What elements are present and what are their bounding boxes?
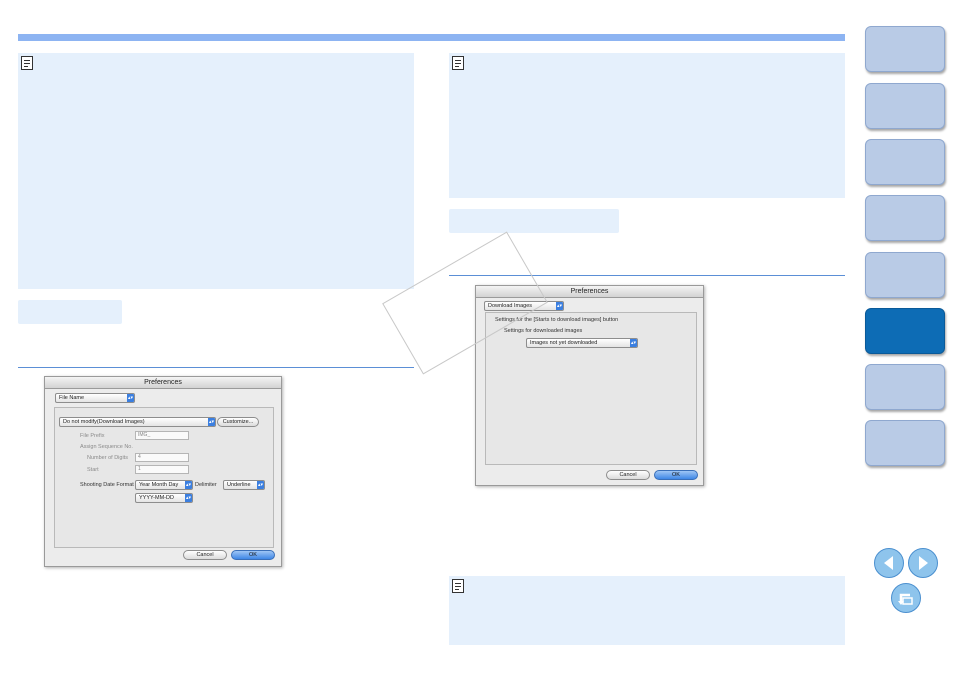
chevron-down-icon: ▴▾	[208, 418, 215, 426]
arrow-right-icon	[919, 556, 928, 570]
rename-select-value: Do not modify(Download Images)	[63, 419, 145, 425]
downloaded-images-label: Settings for downloaded images	[504, 328, 583, 334]
chevron-down-icon: ▴▾	[630, 339, 637, 347]
note-box-left	[18, 53, 414, 289]
number-of-digits-field[interactable]: 4	[135, 453, 189, 462]
downloaded-images-select[interactable]: Images not yet downloaded ▴▾	[526, 338, 638, 348]
memo-icon	[452, 56, 464, 70]
category-select-value: Download Images	[488, 303, 533, 309]
ok-button[interactable]: OK	[231, 550, 275, 560]
divider-left	[18, 367, 414, 368]
start-label: Start	[87, 467, 99, 473]
downloaded-images-value: Images not yet downloaded	[530, 340, 598, 346]
divider-right	[449, 275, 845, 276]
category-select[interactable]: File Name ▴▾	[55, 393, 135, 403]
memo-icon	[452, 579, 464, 593]
rename-select[interactable]: Do not modify(Download Images) ▴▾	[59, 417, 216, 427]
chapter-tab-5[interactable]	[865, 252, 945, 298]
chapter-tab-3[interactable]	[865, 139, 945, 185]
delimiter-label: Delimiter	[195, 482, 217, 488]
settings-heading: Settings for the [Starts to download ima…	[495, 317, 619, 323]
assign-sequence-label: Assign Sequence No.	[80, 444, 133, 450]
chevron-down-icon: ▴▾	[556, 302, 563, 310]
chevron-down-icon: ▴▾	[185, 494, 192, 502]
ok-button[interactable]: OK	[654, 470, 698, 480]
settings-panel	[54, 407, 274, 548]
category-select-value: File Name	[59, 395, 85, 401]
date-format-label: Shooting Date Format	[80, 482, 134, 488]
cancel-button[interactable]: Cancel	[606, 470, 650, 480]
preferences-dialog-file-name: Preferences File Name ▴▾ Do not modify(D…	[44, 376, 282, 567]
arrow-left-icon	[884, 556, 893, 570]
file-prefix-label: File Prefix	[80, 433, 105, 439]
delimiter-select[interactable]: Underline ▴▾	[223, 480, 265, 490]
cancel-button[interactable]: Cancel	[183, 550, 227, 560]
date-format-select[interactable]: Year Month Day ▴▾	[135, 480, 193, 490]
header-accent-bar	[18, 34, 845, 41]
date-format-value: Year Month Day	[139, 482, 179, 488]
date-pattern-select[interactable]: YYYY-MM-DD ▴▾	[135, 493, 193, 503]
chapter-tab-6-active[interactable]	[865, 308, 945, 354]
chevron-down-icon: ▴▾	[185, 481, 192, 489]
delimiter-value: Underline	[227, 482, 251, 488]
chapter-tab-4[interactable]	[865, 195, 945, 241]
chevron-down-icon: ▴▾	[257, 481, 264, 489]
memo-icon	[21, 56, 33, 70]
chevron-down-icon: ▴▾	[127, 394, 134, 402]
dialog-title: Preferences	[45, 377, 281, 389]
return-icon	[898, 593, 913, 605]
file-prefix-field[interactable]: IMG_	[135, 431, 189, 440]
date-pattern-value: YYYY-MM-DD	[139, 495, 174, 501]
preferences-dialog-download-images: Preferences Download Images ▴▾ Settings …	[475, 285, 704, 486]
chapter-tab-1[interactable]	[865, 26, 945, 72]
customize-button[interactable]: Customize...	[217, 417, 259, 427]
note-box-bottom	[449, 576, 845, 645]
chapter-tab-2[interactable]	[865, 83, 945, 129]
prev-page-button[interactable]	[874, 548, 904, 578]
return-button[interactable]	[891, 583, 921, 613]
chapter-tab-8[interactable]	[865, 420, 945, 466]
chapter-tab-7[interactable]	[865, 364, 945, 410]
category-select[interactable]: Download Images ▴▾	[484, 301, 564, 311]
start-field[interactable]: 1	[135, 465, 189, 474]
section-heading-right	[449, 209, 619, 233]
dialog-title: Preferences	[476, 286, 703, 298]
number-of-digits-label: Number of Digits	[87, 455, 128, 461]
next-page-button[interactable]	[908, 548, 938, 578]
section-heading-left	[18, 300, 122, 324]
note-box-right	[449, 53, 845, 198]
settings-panel	[485, 312, 697, 465]
